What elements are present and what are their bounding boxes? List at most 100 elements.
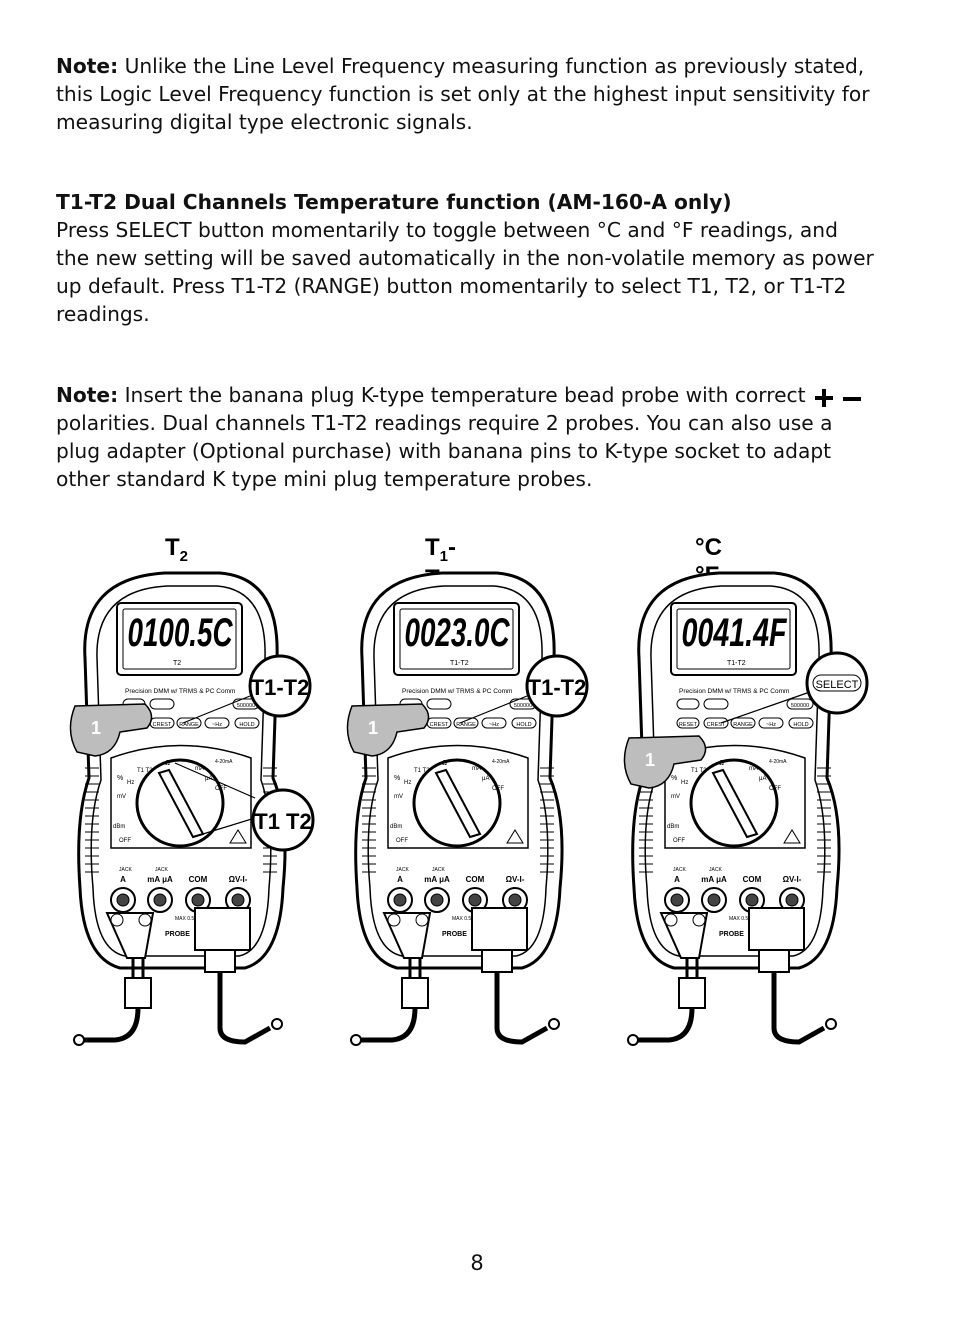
warning-icon [783, 829, 801, 844]
jack-label: A [120, 875, 126, 884]
brand-text: Precision DMM w/ TRMS & PC Comm [679, 688, 789, 695]
button-range [453, 717, 479, 729]
svg-text:μA: μA [482, 776, 489, 782]
button-hz [481, 717, 507, 729]
svg-text:~Hz: ~Hz [489, 722, 499, 728]
meter-inner-outline [90, 585, 272, 957]
finger-pointer [346, 703, 430, 757]
button-hz [758, 717, 784, 729]
svg-text:mA: mA [472, 766, 481, 772]
svg-text:JACK: JACK [155, 867, 168, 873]
meter-inner-outline [644, 585, 826, 957]
note2-paragraph: Note: Insert the banana plug K-type temp… [56, 381, 826, 409]
step-number: 1 [368, 718, 378, 738]
note1-text: Unlike the Line Level Frequency measurin… [56, 54, 870, 134]
note2-label: Note: [56, 383, 119, 407]
jack-label: COM [189, 875, 208, 884]
svg-text:RANGE: RANGE [179, 722, 199, 728]
svg-text:PROBE: PROBE [165, 931, 190, 938]
probe-connector-right [748, 907, 805, 951]
svg-text:Hz: Hz [404, 780, 411, 786]
svg-text:μA: μA [759, 776, 766, 782]
svg-text:OFF: OFF [215, 786, 227, 792]
jack-label: ΩV-I- [506, 875, 525, 884]
k-type-plug [401, 977, 429, 1009]
warning-icon [229, 829, 247, 844]
probe-cable-left [83, 1007, 141, 1043]
dial-zoom-label: T1 T2 [254, 809, 311, 834]
svg-text:μA: μA [205, 776, 212, 782]
note2-continuation: polarities. Dual channels T1-T2 readings… [56, 411, 833, 491]
finger-pointer [623, 735, 707, 789]
section-heading-text: T1-T2 Dual Channels Temperature function… [56, 190, 732, 214]
svg-text:HOLD: HOLD [516, 722, 531, 728]
svg-text:Hz: Hz [681, 780, 688, 786]
lcd-reading: 0041.4F [682, 611, 788, 655]
svg-text:4-20mA: 4-20mA [769, 759, 787, 765]
button-hz [204, 717, 230, 729]
dial-pointer [434, 768, 482, 839]
lcd-frame [670, 602, 797, 676]
jack-label: mA μA [147, 875, 173, 884]
button-hold [234, 717, 260, 729]
svg-text:HOLD: HOLD [239, 722, 254, 728]
svg-text:OFF: OFF [769, 786, 781, 792]
svg-text:mA: mA [749, 766, 758, 772]
jack-label: mA μA [424, 875, 450, 884]
svg-text:dBm: dBm [113, 824, 125, 830]
probe-cable-right [494, 972, 549, 1045]
callout-line [720, 692, 808, 724]
button-range [730, 717, 756, 729]
warning-icon [506, 829, 524, 844]
callout-circle [525, 654, 589, 718]
jack-label: COM [743, 875, 762, 884]
lcd-frame [393, 602, 520, 676]
callout-label: SELECT [816, 679, 859, 691]
lcd-frame [116, 602, 243, 676]
svg-text:mA: mA [195, 766, 204, 772]
svg-text:JACK: JACK [709, 867, 722, 873]
svg-text:%: % [394, 775, 400, 782]
page-number: 8 [470, 1251, 484, 1275]
callout-label: T1-T2 [251, 675, 310, 700]
svg-text:mV: mV [671, 794, 680, 800]
note1-paragraph: Note: Unlike the Line Level Frequency me… [56, 52, 876, 136]
svg-text:JACK: JACK [432, 867, 445, 873]
lcd-reading: 0023.0C [405, 611, 511, 655]
callout-line [459, 695, 528, 724]
svg-text:JACK: JACK [119, 867, 132, 873]
finger-pointer [69, 703, 153, 757]
svg-text:CREST: CREST [707, 722, 726, 728]
callout-label: T1-T2 [528, 675, 587, 700]
plus-minus-icon [815, 389, 861, 407]
lcd-indicator: T1-T2 [727, 660, 746, 667]
svg-text:RANGE: RANGE [456, 722, 476, 728]
probe-connector-right [471, 907, 528, 951]
svg-text:Hz: Hz [127, 780, 134, 786]
button-hold [788, 717, 814, 729]
svg-text:T1 T2: T1 T2 [414, 768, 430, 774]
jack-label: COM [466, 875, 485, 884]
svg-text:Ω: Ω [442, 760, 447, 767]
callout-circle [248, 654, 312, 718]
svg-text:500000: 500000 [237, 703, 255, 709]
svg-text:~Hz: ~Hz [766, 722, 776, 728]
svg-text:OFF: OFF [673, 838, 685, 844]
svg-text:mV: mV [394, 794, 403, 800]
svg-text:RESET: RESET [679, 722, 698, 728]
button-reset [676, 717, 700, 729]
svg-text:HOLD: HOLD [793, 722, 808, 728]
svg-text:%: % [117, 775, 123, 782]
svg-text:500000: 500000 [514, 703, 532, 709]
svg-text:4-20mA: 4-20mA [215, 759, 233, 765]
lcd-indicator: T2 [173, 660, 181, 667]
jack-label: ΩV-I- [783, 875, 802, 884]
button-range [176, 717, 202, 729]
probe-connector-right [194, 907, 251, 951]
lcd-reading: 0100.5C [128, 611, 234, 655]
svg-text:OFF: OFF [119, 838, 131, 844]
svg-text:PROBE: PROBE [719, 931, 744, 938]
